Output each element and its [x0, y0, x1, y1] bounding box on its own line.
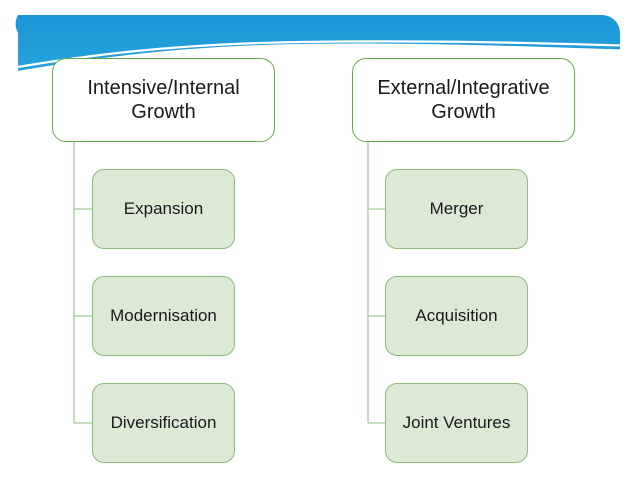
- node-label: Diversification: [110, 412, 217, 432]
- node-external-integrative-growth[interactable]: External/Integrative Growth: [352, 58, 575, 142]
- node-label: Merger: [429, 198, 484, 218]
- node-label: Modernisation: [110, 305, 217, 325]
- node-label: External/Integrative Growth: [377, 76, 550, 123]
- node-merger[interactable]: Merger: [385, 169, 528, 249]
- node-expansion[interactable]: Expansion: [92, 169, 235, 249]
- node-modernisation[interactable]: Modernisation: [92, 276, 235, 356]
- node-label: Acquisition: [415, 305, 498, 325]
- node-label: Joint Ventures: [402, 412, 511, 432]
- node-acquisition[interactable]: Acquisition: [385, 276, 528, 356]
- node-intensive-internal-growth[interactable]: Intensive/Internal Growth: [52, 58, 275, 142]
- node-joint-ventures[interactable]: Joint Ventures: [385, 383, 528, 463]
- node-label: Expansion: [123, 198, 204, 218]
- node-diversification[interactable]: Diversification: [92, 383, 235, 463]
- node-label: Intensive/Internal Growth: [87, 76, 240, 123]
